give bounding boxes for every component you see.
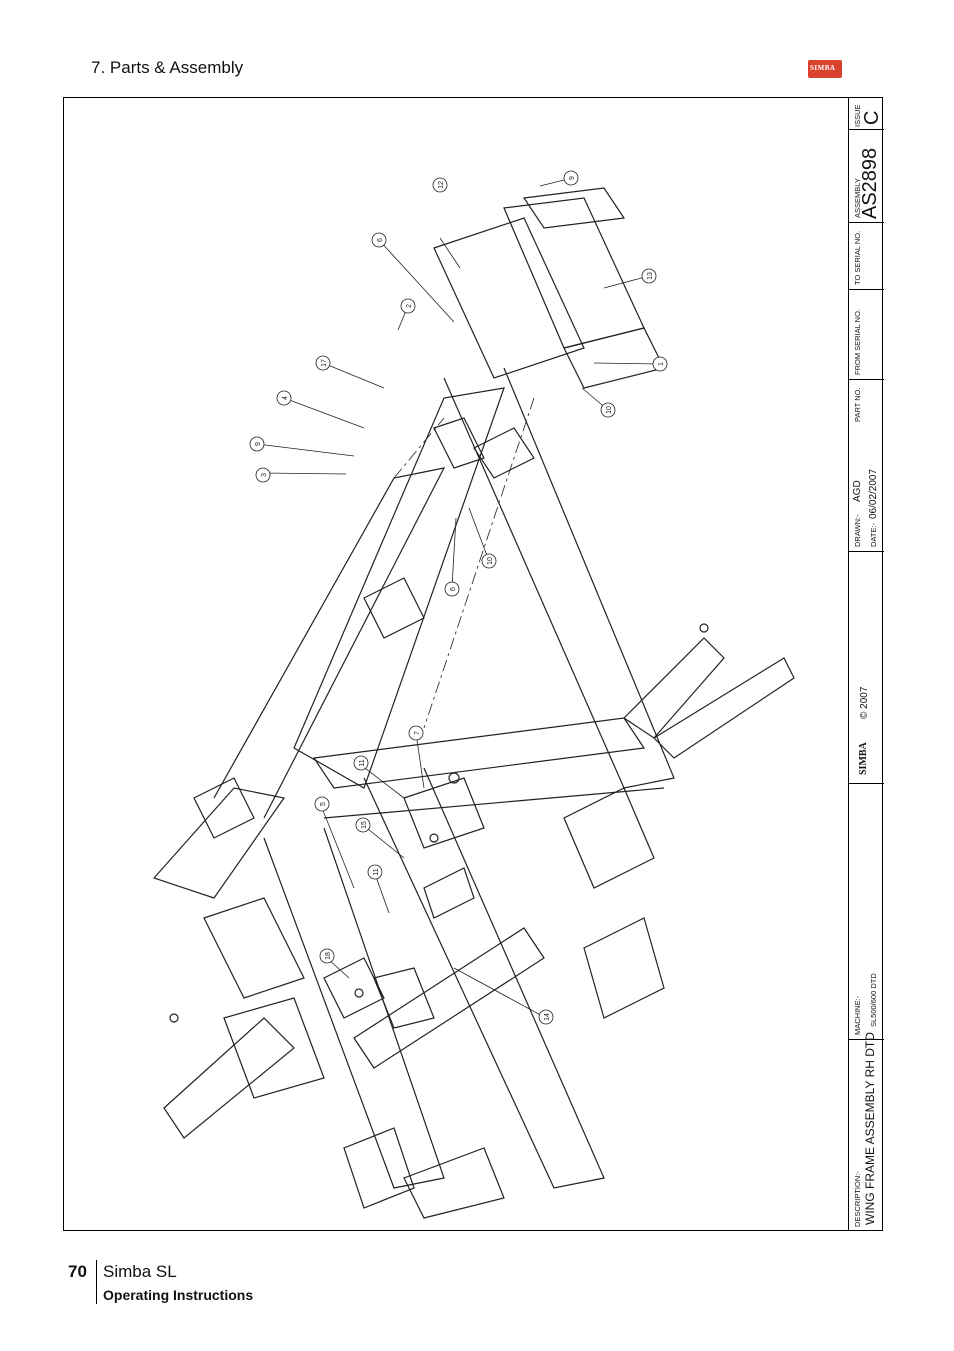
callout-17: 17 bbox=[321, 359, 328, 367]
callout-3: 3 bbox=[261, 473, 268, 477]
exploded-assembly-drawing: 12 9 6 2 13 17 1 4 10 9 3 10 6 7 11 5 15… bbox=[152, 170, 795, 1219]
brand-mark: SIMBA bbox=[858, 742, 869, 775]
callout-13: 13 bbox=[647, 272, 654, 280]
part-no-label: PART NO. bbox=[853, 387, 862, 422]
callout-4: 4 bbox=[282, 396, 289, 400]
machine-value: SL500/600 DTD bbox=[869, 973, 878, 1027]
machine-label: MACHINE:- bbox=[853, 995, 862, 1035]
callout-11b: 11 bbox=[373, 868, 380, 875]
callout-6a: 6 bbox=[377, 238, 384, 242]
callout-1: 1 bbox=[658, 362, 665, 366]
simba-logo: SIMBA bbox=[808, 60, 842, 78]
drawing-frame bbox=[63, 97, 883, 1231]
to-serial-label: TO SERIAL NO. bbox=[853, 230, 862, 285]
callout-8: 9 bbox=[255, 442, 262, 446]
date-label: DATE:- bbox=[869, 522, 878, 547]
footer-divider bbox=[96, 1260, 97, 1304]
page-number: 70 bbox=[68, 1262, 87, 1281]
date-value: 06/02/2007 bbox=[868, 468, 879, 519]
callout-10b: 10 bbox=[487, 557, 494, 565]
callout-2: 2 bbox=[406, 304, 413, 308]
callout-9: 9 bbox=[569, 176, 576, 180]
callout-6b: 6 bbox=[450, 587, 457, 591]
callout-10a: 10 bbox=[606, 406, 613, 414]
footer-title: Simba SL bbox=[103, 1262, 177, 1281]
footer-subtitle: Operating Instructions bbox=[103, 1287, 254, 1303]
callout-15: 15 bbox=[361, 821, 368, 829]
drawn-value: AGD bbox=[852, 480, 863, 502]
description-label: DESCRIPTION:- bbox=[853, 1171, 862, 1227]
callout-12: 12 bbox=[438, 181, 445, 189]
assembly-number: AS2898 bbox=[859, 147, 881, 219]
issue-value: C bbox=[861, 110, 883, 125]
callout-14: 14 bbox=[544, 1013, 551, 1021]
callout-7: 7 bbox=[414, 731, 421, 735]
callout-11a: 11 bbox=[359, 759, 366, 766]
description-value: WING FRAME ASSEMBLY RH DTD bbox=[863, 1032, 877, 1225]
copyright: © 2007 bbox=[859, 686, 870, 719]
drawn-label: DRAWN:- bbox=[853, 514, 862, 547]
title-block: DESCRIPTION:- WING FRAME ASSEMBLY RH DTD… bbox=[848, 97, 884, 1231]
from-serial-label: FROM SERIAL NO. bbox=[853, 309, 862, 375]
section-title: 7. Parts & Assembly bbox=[91, 58, 244, 77]
callout-5: 5 bbox=[320, 802, 327, 806]
callout-18: 18 bbox=[325, 952, 332, 960]
